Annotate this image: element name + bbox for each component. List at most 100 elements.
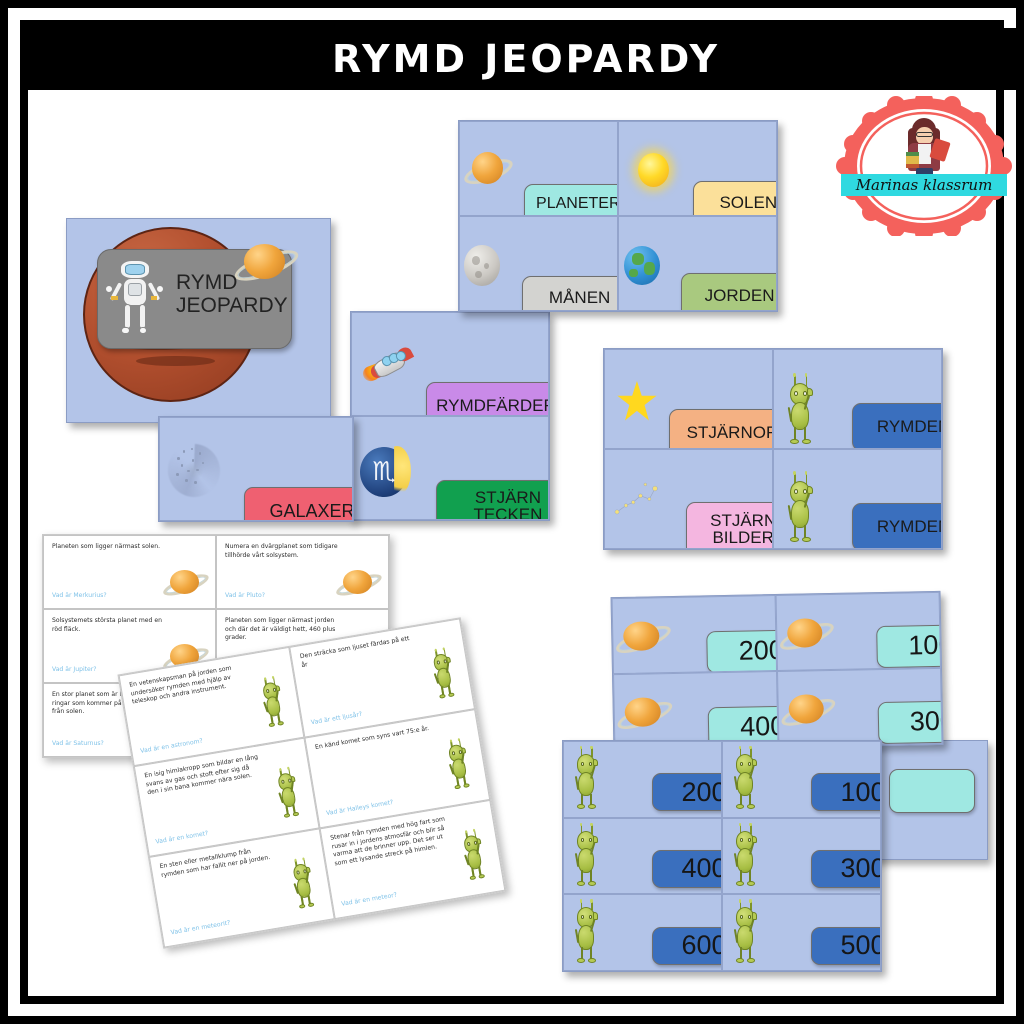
saturn-icon bbox=[461, 147, 517, 195]
category-pill[interactable]: STJÄRN BILDER bbox=[686, 502, 773, 548]
points-pill[interactable] bbox=[889, 769, 975, 813]
category-cell-stjarnor[interactable]: STJÄRNOR bbox=[604, 349, 773, 449]
points-cell[interactable]: 200 bbox=[611, 595, 777, 675]
category-cell-planeter[interactable]: PLANETER bbox=[459, 121, 618, 216]
missions-card[interactable]: RYMDFÄRDER ♏ STJÄRN TECKEN bbox=[350, 311, 550, 521]
points-cell[interactable]: 400 bbox=[613, 671, 779, 751]
question-answer: Vad är en meteorit? bbox=[170, 919, 231, 937]
saturn-icon bbox=[778, 689, 838, 734]
points-cell[interactable]: 300 bbox=[722, 817, 881, 895]
points-pill[interactable]: 500 bbox=[811, 926, 880, 965]
category-label: STJÄRN BILDER bbox=[710, 510, 773, 547]
question-clue: Stenar från rymden med hög fart som rusa… bbox=[329, 815, 446, 868]
category-pill[interactable]: SOLEN bbox=[692, 180, 777, 215]
title-card[interactable]: RYMD JEOPARDY bbox=[66, 218, 331, 423]
galaxies-card[interactable]: GALAXER bbox=[158, 416, 354, 522]
alien-icon bbox=[455, 828, 495, 887]
points-pill[interactable]: 200 bbox=[652, 773, 721, 812]
points-cell[interactable]: 100 bbox=[722, 741, 881, 818]
points-value: 100 bbox=[840, 776, 880, 807]
category-label: RYMDEN bbox=[876, 517, 941, 537]
category-cell-galaxer[interactable]: GALAXER bbox=[159, 417, 353, 521]
saturn-icon bbox=[334, 566, 384, 602]
points-pill[interactable]: 100 bbox=[811, 773, 880, 812]
alien-icon bbox=[568, 899, 608, 969]
category-pill[interactable]: PLANETER bbox=[523, 183, 618, 215]
saturn-icon bbox=[613, 616, 674, 661]
points-cell[interactable]: 100 bbox=[775, 591, 941, 671]
points-pill[interactable]: 100 bbox=[875, 623, 941, 669]
category-cell-jorden[interactable]: JORDEN bbox=[618, 216, 777, 311]
category-label: STJÄRNOR bbox=[686, 423, 773, 443]
category-cell-rymden-2[interactable]: RYMDEN bbox=[773, 449, 942, 549]
saturn-icon bbox=[230, 238, 302, 290]
points-pill[interactable]: 200 bbox=[706, 629, 777, 674]
star-icon bbox=[617, 381, 657, 423]
points-value: 200 bbox=[681, 776, 721, 807]
alien-icon bbox=[269, 766, 309, 825]
question-answer: Vad är Saturnus? bbox=[52, 740, 104, 747]
question-clue: En vetenskapsman på jorden som undersöke… bbox=[128, 664, 232, 706]
category-pill[interactable]: JORDEN bbox=[681, 272, 776, 310]
rocket-icon bbox=[361, 336, 418, 394]
points-value: 100 bbox=[908, 629, 941, 661]
zodiac-icon: ♏ bbox=[358, 445, 411, 499]
points-cell[interactable]: 200 bbox=[563, 741, 722, 818]
question-clue: En stor planet som är känd för sina ring… bbox=[52, 691, 160, 716]
saturn-icon bbox=[161, 566, 211, 602]
category-cell-rymden-1[interactable]: RYMDEN bbox=[773, 349, 942, 449]
question-clue: Numera en dvärgplanet som tidigare tillh… bbox=[225, 543, 338, 559]
category-cell-solen[interactable]: SOLEN bbox=[618, 121, 777, 216]
question-clue: Planeten som ligger närmast jorden och d… bbox=[225, 617, 336, 642]
brand-badge: Marinas klassrum bbox=[836, 96, 1012, 236]
points-cell[interactable]: 500 bbox=[722, 894, 881, 971]
category-cell-stjarntecken[interactable]: ♏ STJÄRN TECKEN bbox=[351, 416, 549, 520]
question-cell[interactable]: Planeten som ligger närmast solen. Vad ä… bbox=[43, 535, 216, 609]
category-pill[interactable]: RYMDFÄRDER bbox=[425, 382, 548, 415]
saturn-icon bbox=[776, 613, 837, 658]
hidden-points-card[interactable] bbox=[866, 740, 988, 860]
title-bar: RYMD JEOPARDY bbox=[28, 28, 1024, 90]
category-cell-manen[interactable]: MÅNEN bbox=[459, 216, 618, 311]
points-cell[interactable]: 300 bbox=[777, 667, 943, 747]
category-pill[interactable]: GALAXER bbox=[244, 487, 353, 521]
points-value: 600 bbox=[681, 929, 721, 960]
constellation-icon bbox=[613, 478, 666, 528]
question-cell[interactable]: Numera en dvärgplanet som tidigare tillh… bbox=[216, 535, 389, 609]
category-pill[interactable]: RYMDEN bbox=[852, 503, 941, 548]
alien-icon bbox=[568, 822, 608, 892]
points-cell[interactable]: 600 bbox=[563, 894, 722, 971]
category-pill[interactable]: STJÄRN TECKEN bbox=[435, 480, 548, 519]
stars-card[interactable]: STJÄRNOR RYMDEN bbox=[603, 348, 943, 550]
points-value: 500 bbox=[840, 929, 880, 960]
points-pill[interactable]: 600 bbox=[652, 926, 721, 965]
space-basics-card[interactable]: PLANETER SOLEN bbox=[458, 120, 778, 312]
category-cell-rymdfarder[interactable]: RYMDFÄRDER bbox=[351, 312, 549, 416]
question-answer: Vad är ett ljusår? bbox=[310, 710, 363, 727]
points-pill[interactable]: 300 bbox=[877, 699, 943, 745]
points-value: 400 bbox=[739, 711, 779, 742]
alien-points-card[interactable]: 200 100 bbox=[562, 740, 882, 972]
category-label: PLANETER bbox=[536, 195, 618, 213]
question-answer: Vad är Halleys komet? bbox=[325, 798, 394, 818]
category-cell-stjarnbilder[interactable]: STJÄRN BILDER bbox=[604, 449, 773, 549]
category-label: MÅNEN bbox=[548, 287, 611, 307]
alien-icon bbox=[727, 899, 767, 969]
points-cell[interactable]: 400 bbox=[563, 817, 722, 895]
category-label: GALAXER bbox=[269, 500, 353, 521]
points-value: 300 bbox=[909, 705, 943, 737]
points-pill[interactable]: 300 bbox=[811, 849, 880, 888]
points-pill[interactable]: 400 bbox=[652, 849, 721, 888]
question-answer: Vad är Pluto? bbox=[225, 592, 265, 599]
category-pill[interactable]: STJÄRNOR bbox=[668, 409, 773, 448]
category-label: SOLEN bbox=[719, 192, 777, 212]
moon-icon bbox=[461, 242, 503, 290]
category-pill[interactable]: MÅNEN bbox=[522, 275, 617, 310]
category-pill[interactable]: RYMDEN bbox=[852, 403, 941, 448]
sun-icon bbox=[631, 145, 677, 195]
saturn-points-card[interactable]: 200 100 400 bbox=[610, 590, 944, 752]
space-question-sheet[interactable]: En vetenskapsman på jorden som undersöke… bbox=[117, 617, 507, 949]
poster-canvas: RYMD JEOPARDY bbox=[28, 28, 1024, 996]
saturn-icon bbox=[614, 692, 675, 737]
